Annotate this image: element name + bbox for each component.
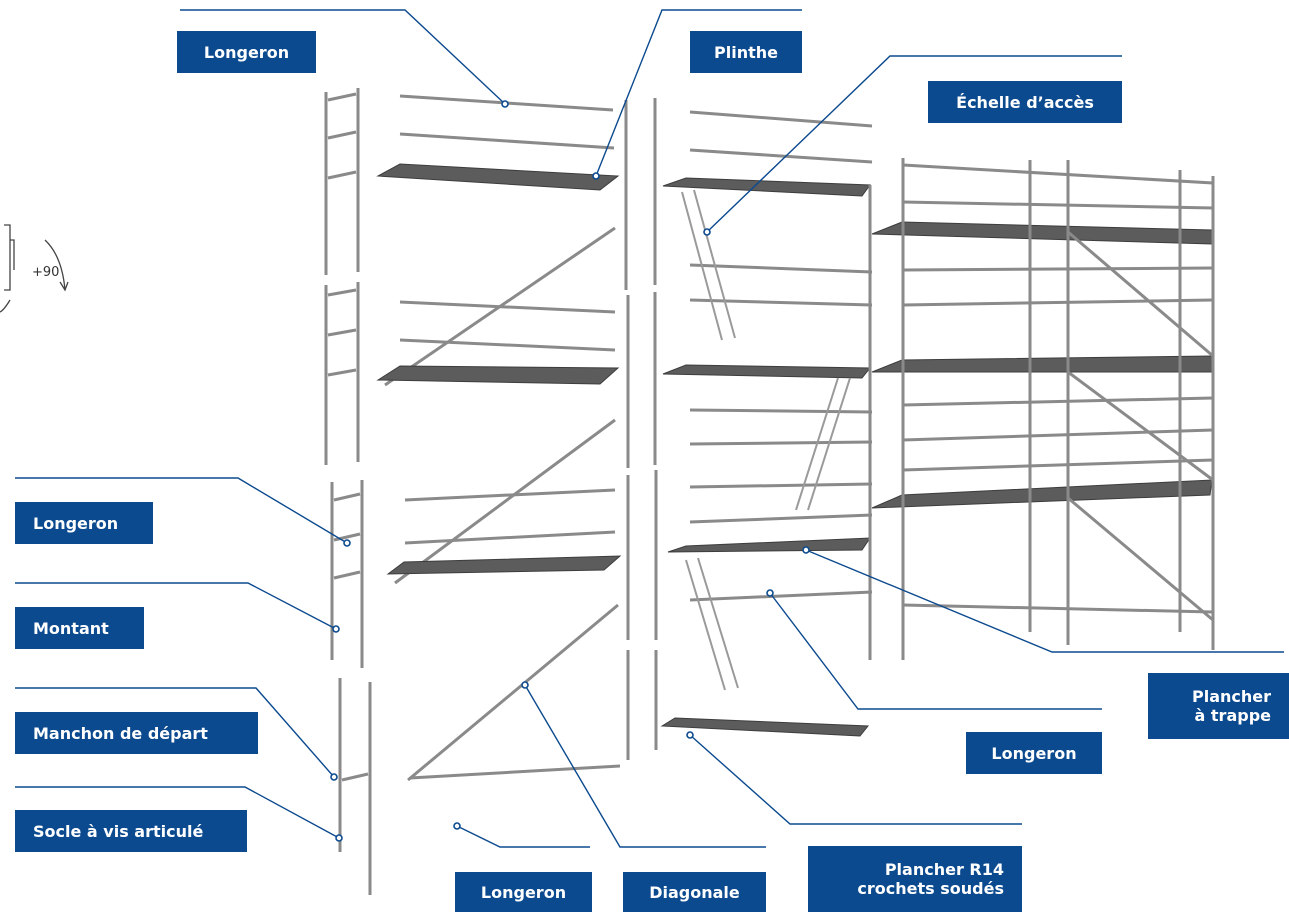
scaffold-right-block bbox=[868, 158, 1215, 660]
leader-dots bbox=[330, 100, 810, 842]
label-plancher-r14-line1: Plancher R14 bbox=[884, 860, 1004, 879]
label-longeron-mid: Longeron bbox=[966, 732, 1102, 774]
scaffold-rails-left bbox=[384, 94, 621, 782]
label-plancher-r14: Plancher R14 crochets soudés bbox=[808, 846, 1022, 912]
scaffold-left-frames bbox=[324, 88, 372, 895]
label-socle-vis: Socle à vis articulé bbox=[15, 810, 247, 852]
label-plancher-trappe-line1: Plancher bbox=[1191, 687, 1271, 706]
angle-marker bbox=[0, 224, 69, 313]
label-longeron-top: Longeron bbox=[177, 31, 316, 73]
label-diagonale: Diagonale bbox=[623, 872, 766, 912]
label-plancher-trappe: Plancher à trappe bbox=[1148, 673, 1289, 739]
label-manchon-depart: Manchon de départ bbox=[15, 712, 258, 754]
scaffold-ladders bbox=[681, 189, 851, 691]
label-plinthe: Plinthe bbox=[690, 31, 802, 73]
scaffold-center-frames bbox=[624, 98, 873, 760]
label-plancher-r14-line2: crochets soudés bbox=[857, 879, 1004, 898]
label-longeron-bottom: Longeron bbox=[455, 872, 592, 912]
leader-lines bbox=[15, 9, 1284, 848]
angle-marker-text: +90 bbox=[32, 265, 60, 280]
label-echelle-acces: Échelle d’accès bbox=[928, 81, 1122, 123]
scaffold-planks bbox=[376, 163, 1213, 737]
label-montant: Montant bbox=[15, 607, 144, 649]
label-longeron-left: Longeron bbox=[15, 502, 153, 544]
label-plancher-trappe-line2: à trappe bbox=[1194, 706, 1271, 725]
